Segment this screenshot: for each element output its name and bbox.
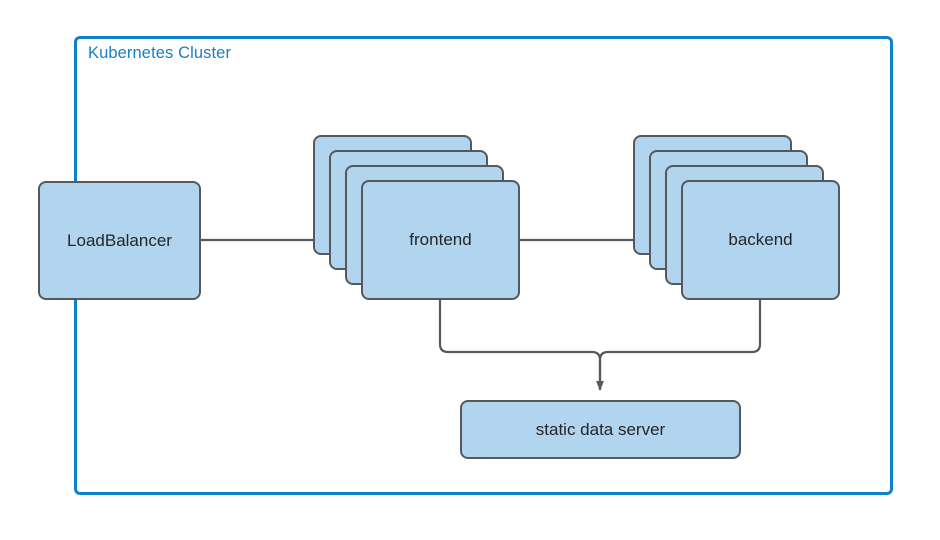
frontend-replica-card-4[interactable]: frontend — [361, 180, 520, 300]
backend-replica-card-4[interactable]: backend — [681, 180, 840, 300]
node-frontend[interactable]: frontend — [313, 135, 520, 300]
node-backend-label: backend — [728, 230, 793, 249]
node-backend[interactable]: backend — [633, 135, 840, 300]
node-loadbalancer[interactable]: LoadBalancer — [38, 181, 201, 300]
node-frontend-label: frontend — [409, 230, 472, 249]
node-static-data-server-label: static data server — [535, 419, 666, 439]
kubernetes-cluster-label: Kubernetes Cluster — [88, 44, 232, 62]
node-static-data-server[interactable]: static data server — [460, 400, 741, 459]
node-loadbalancer-label: LoadBalancer — [67, 230, 172, 250]
